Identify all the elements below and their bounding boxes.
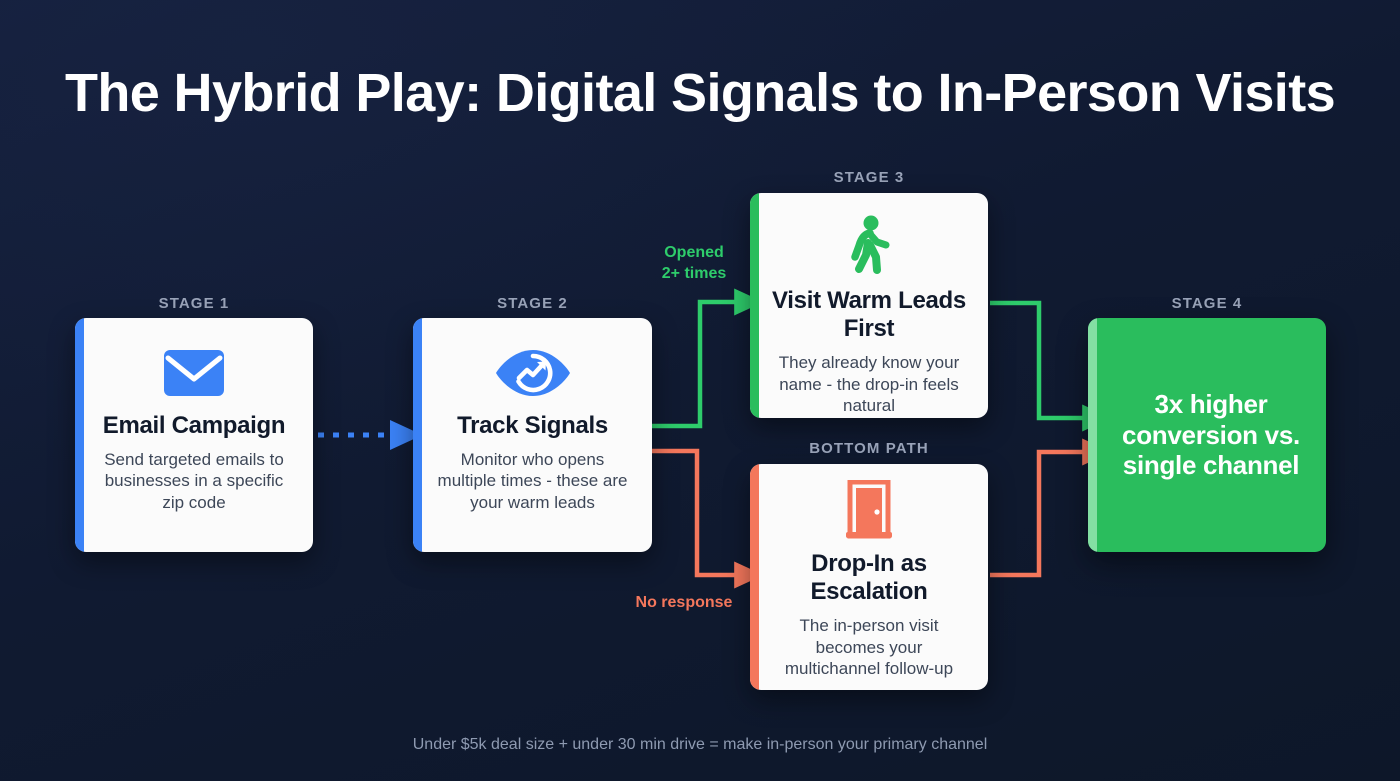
edge-label-no-response: No response xyxy=(635,594,733,611)
card-description-bottom-path: The in-person visit becomes your multich… xyxy=(784,616,954,678)
card-title-bottom-path: Drop-In as Escalation xyxy=(810,550,928,606)
card-bottom-path[interactable]: Drop-In as Escalation The in-person visi… xyxy=(750,464,988,690)
door-icon xyxy=(842,480,896,540)
stage-label-stage1: STAGE 1 xyxy=(158,295,230,312)
stage-label-stage2: STAGE 2 xyxy=(497,295,568,312)
card-description-stage2: Monitor who opens multiple times - these… xyxy=(437,450,628,512)
stage-label-stage4: STAGE 4 xyxy=(1171,295,1243,312)
edge-label-opened-2plus-times: Opened 2+ times xyxy=(661,244,727,282)
envelope-icon xyxy=(163,344,225,402)
card-stage2[interactable]: Track Signals Monitor who opens multiple… xyxy=(413,318,652,552)
edge-stage3-to-stage4 xyxy=(990,300,1112,432)
card-title-stage3: Visit Warm Leads First xyxy=(772,287,966,343)
page-title: The Hybrid Play: Digital Signals to In-P… xyxy=(64,63,1336,123)
card-stage4-outcome[interactable]: 3x higher conversion vs. single channel xyxy=(1088,318,1326,552)
card-stage3[interactable]: Visit Warm Leads First They already know… xyxy=(750,193,988,418)
walking-person-icon xyxy=(846,215,892,277)
card-description-stage1: Send targeted emails to businesses in a … xyxy=(104,450,284,512)
card-accent-bar-stage1 xyxy=(75,318,84,552)
stage-label-bottom-path: BOTTOM PATH xyxy=(809,440,929,457)
card-accent-bar-stage4 xyxy=(1088,318,1097,552)
stage-label-stage3: STAGE 3 xyxy=(833,169,905,186)
card-title-stage1: Email Campaign xyxy=(102,412,286,439)
edge-bottom-to-stage4 xyxy=(990,438,1112,578)
eye-analytics-icon xyxy=(494,344,572,402)
card-description-stage3: They already know your name - the drop-i… xyxy=(778,353,960,415)
card-title-stage4: 3x higher conversion vs. single channel xyxy=(1122,389,1300,481)
card-accent-bar-stage3 xyxy=(750,193,759,418)
edge-stage2-to-bottom xyxy=(652,448,764,589)
footer-note: Under $5k deal size + under 30 min drive… xyxy=(412,736,988,753)
card-accent-bar-stage2 xyxy=(413,318,422,552)
edge-stage2-to-stage3 xyxy=(652,288,764,429)
card-stage1[interactable]: Email Campaign Send targeted emails to b… xyxy=(75,318,313,552)
card-accent-bar-bottom-path xyxy=(750,464,759,690)
card-title-stage2: Track Signals xyxy=(457,412,608,439)
